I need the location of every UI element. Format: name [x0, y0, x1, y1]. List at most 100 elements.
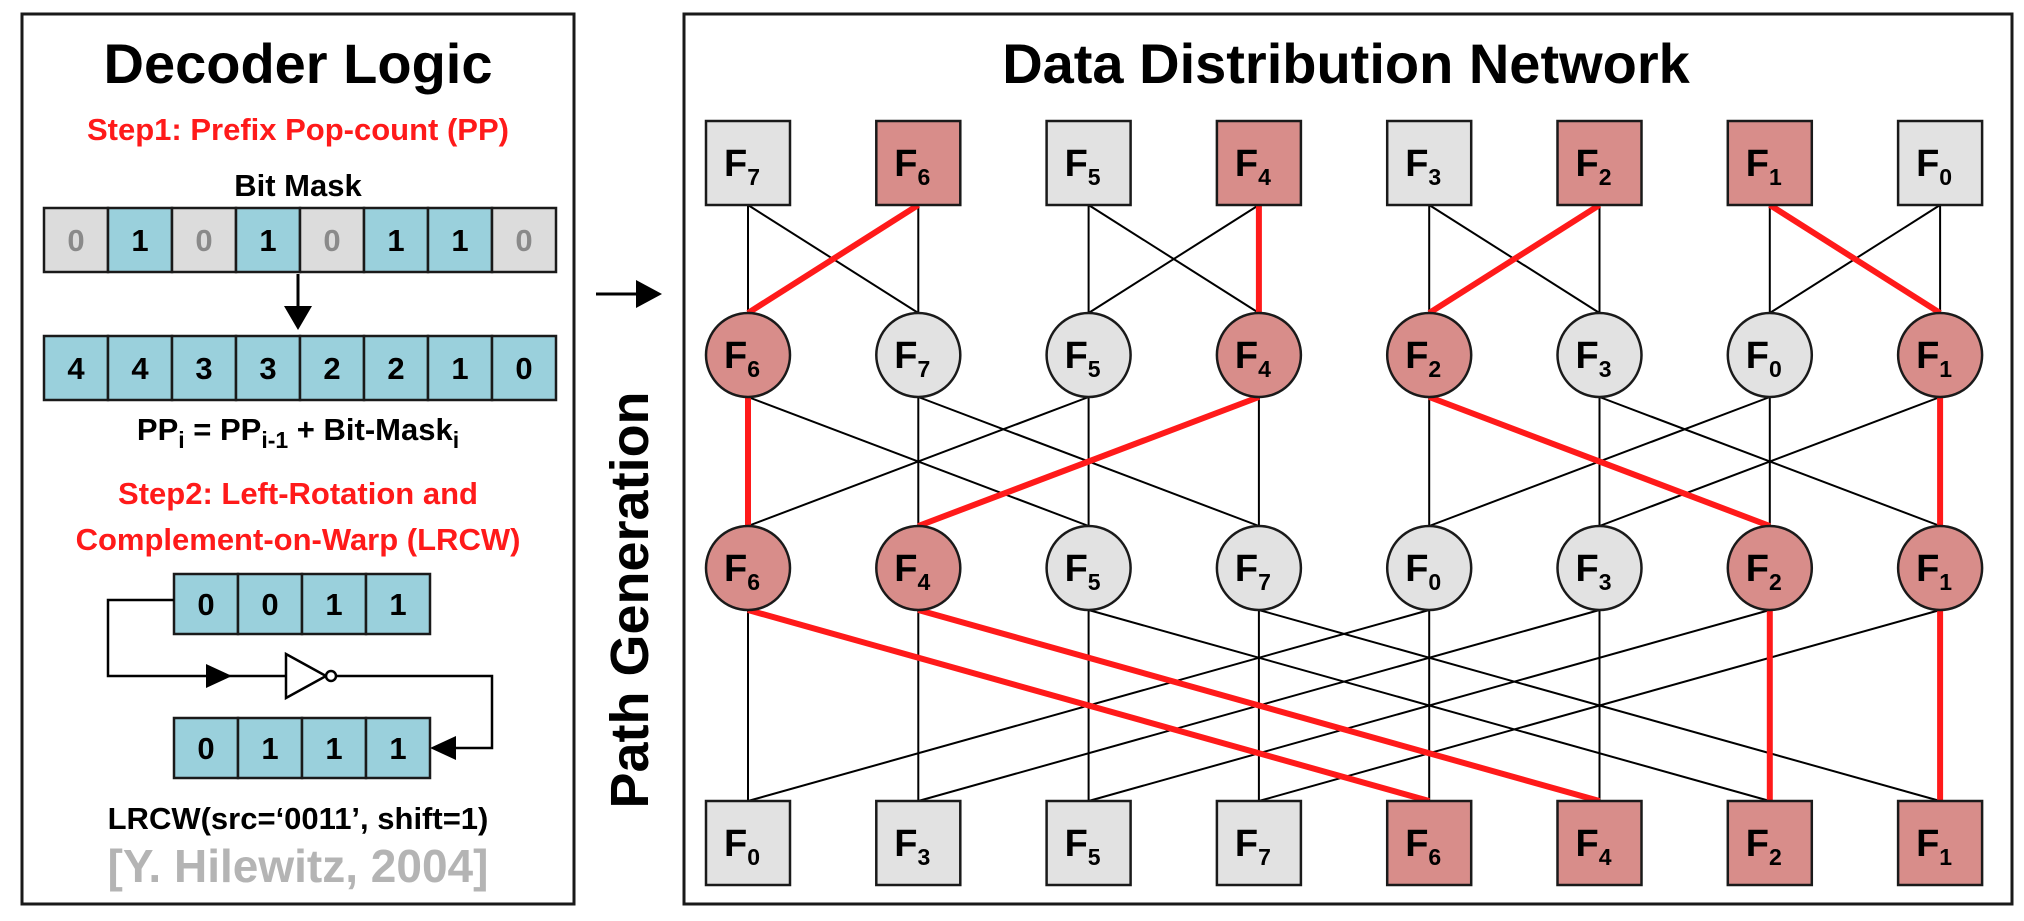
node-circle — [1556, 311, 1643, 399]
active-path-wire — [746, 202, 920, 316]
prefix-count-cell-value: 1 — [451, 351, 468, 386]
active-path-wire — [917, 394, 1260, 529]
lrcw-output-cell-box — [172, 716, 240, 780]
node-box — [1896, 799, 1984, 887]
bit-mask-cell-value: 0 — [67, 223, 84, 258]
network-node-f1: F1 — [1896, 524, 1984, 612]
node-label: F4 — [1235, 143, 1271, 190]
prefix-count-cell-box — [362, 334, 430, 402]
network-node-f7: F7 — [704, 119, 792, 207]
bit-mask-cell: 1 — [106, 206, 174, 274]
node-label: F3 — [1405, 143, 1441, 190]
prefix-count-cell: 4 — [106, 334, 174, 402]
prefix-count-cell-value: 4 — [131, 351, 149, 386]
network-node-f1: F1 — [1896, 311, 1984, 399]
bit-mask-cell-box — [234, 206, 302, 274]
network-node-f4: F4 — [1215, 119, 1303, 207]
lrcw-output-cell-value: 1 — [325, 731, 342, 766]
prefix-count-cell: 2 — [362, 334, 430, 402]
network-wire — [1088, 204, 1260, 314]
network-node-f6: F6 — [1385, 799, 1473, 887]
bit-mask-cell-value: 0 — [323, 223, 340, 258]
network-node-f2: F2 — [1556, 119, 1643, 207]
node-label: F6 — [724, 335, 760, 382]
bit-mask-cell: 0 — [298, 206, 366, 274]
node-circle — [1896, 524, 1984, 612]
network-node-f0: F0 — [1896, 119, 1984, 207]
lrcw-source-cell-box — [300, 572, 368, 636]
node-circle — [1215, 524, 1303, 612]
network-wire — [747, 396, 1089, 527]
lrcw-output-cell-value: 1 — [389, 731, 406, 766]
bit-mask-cell: 1 — [426, 206, 494, 274]
network-node-f4: F4 — [875, 524, 962, 612]
lrcw-source-cell: 0 — [172, 572, 240, 636]
node-circle — [875, 311, 962, 399]
node-circle — [704, 311, 792, 399]
prefix-count-cell-value: 2 — [323, 351, 340, 386]
prefix-count-cell: 3 — [170, 334, 238, 402]
prefix-count-cell: 1 — [426, 334, 494, 402]
lrcw-output-cell: 1 — [300, 716, 368, 780]
node-box — [1896, 119, 1984, 207]
prefix-count-cell-box — [298, 334, 366, 402]
lrcw-source-cell-value: 1 — [389, 587, 406, 622]
network-node-f6: F6 — [875, 119, 962, 207]
network-node-f7: F7 — [1215, 799, 1303, 887]
feedback-arrow-icon — [206, 664, 232, 688]
node-label: F5 — [1065, 143, 1101, 190]
node-box — [1385, 799, 1473, 887]
node-box — [1045, 799, 1132, 887]
prefix-count-cell-value: 3 — [259, 351, 276, 386]
bit-mask-cell-value: 1 — [131, 223, 148, 258]
active-path-wire — [1427, 202, 1602, 316]
node-circle — [1726, 311, 1814, 399]
node-box — [875, 799, 962, 887]
node-box — [1045, 119, 1132, 207]
node-label: F7 — [724, 143, 760, 190]
lrcw-caption: LRCW(src=‘0011’, shift=1) — [108, 801, 489, 836]
network-node-f3: F3 — [1556, 311, 1643, 399]
network-node-f3: F3 — [1556, 524, 1643, 612]
node-label: F3 — [1575, 335, 1611, 382]
citation: [Y. Hilewitz, 2004] — [108, 840, 489, 892]
node-label: F6 — [1405, 823, 1441, 870]
prefix-count-cell-box — [170, 334, 238, 402]
lrcw-output-cell: 1 — [236, 716, 304, 780]
prefix-count-cell-value: 4 — [67, 351, 85, 386]
node-label: F2 — [1746, 823, 1782, 870]
node-label: F2 — [1746, 548, 1782, 595]
node-label: F5 — [1065, 335, 1101, 382]
network-node-f0: F0 — [1726, 311, 1814, 399]
prefix-count-cell: 0 — [490, 334, 558, 402]
network-wire — [1599, 396, 1941, 527]
lrcw-output-cell-box — [364, 716, 432, 780]
node-box — [1556, 799, 1643, 887]
node-label: F2 — [1575, 143, 1611, 190]
arrow-down-icon — [284, 306, 312, 330]
prefix-count-cell-box — [426, 334, 494, 402]
node-box — [1726, 799, 1814, 887]
path-generation-label: Path Generation — [600, 391, 660, 808]
network-node-f3: F3 — [1385, 119, 1473, 207]
node-label: F1 — [1746, 143, 1782, 190]
decoder-title: Decoder Logic — [104, 32, 493, 95]
network-node-f5: F5 — [1045, 119, 1132, 207]
bit-mask-cell-box — [298, 206, 366, 274]
node-circle — [1045, 311, 1132, 399]
pp-formula: PPi = PPi-1 + Bit-Maski — [137, 412, 459, 453]
node-box — [1215, 799, 1303, 887]
lrcw-source-cell-box — [364, 572, 432, 636]
network-node-f0: F0 — [1385, 524, 1473, 612]
node-label: F4 — [1575, 823, 1611, 870]
active-path-wire — [1428, 394, 1771, 529]
bit-mask-cell-box — [106, 206, 174, 274]
bit-mask-cell: 1 — [362, 206, 430, 274]
bit-mask-cell: 0 — [170, 206, 238, 274]
rotation-feedback-line — [106, 598, 232, 678]
inverter-bubble-icon — [324, 669, 338, 683]
